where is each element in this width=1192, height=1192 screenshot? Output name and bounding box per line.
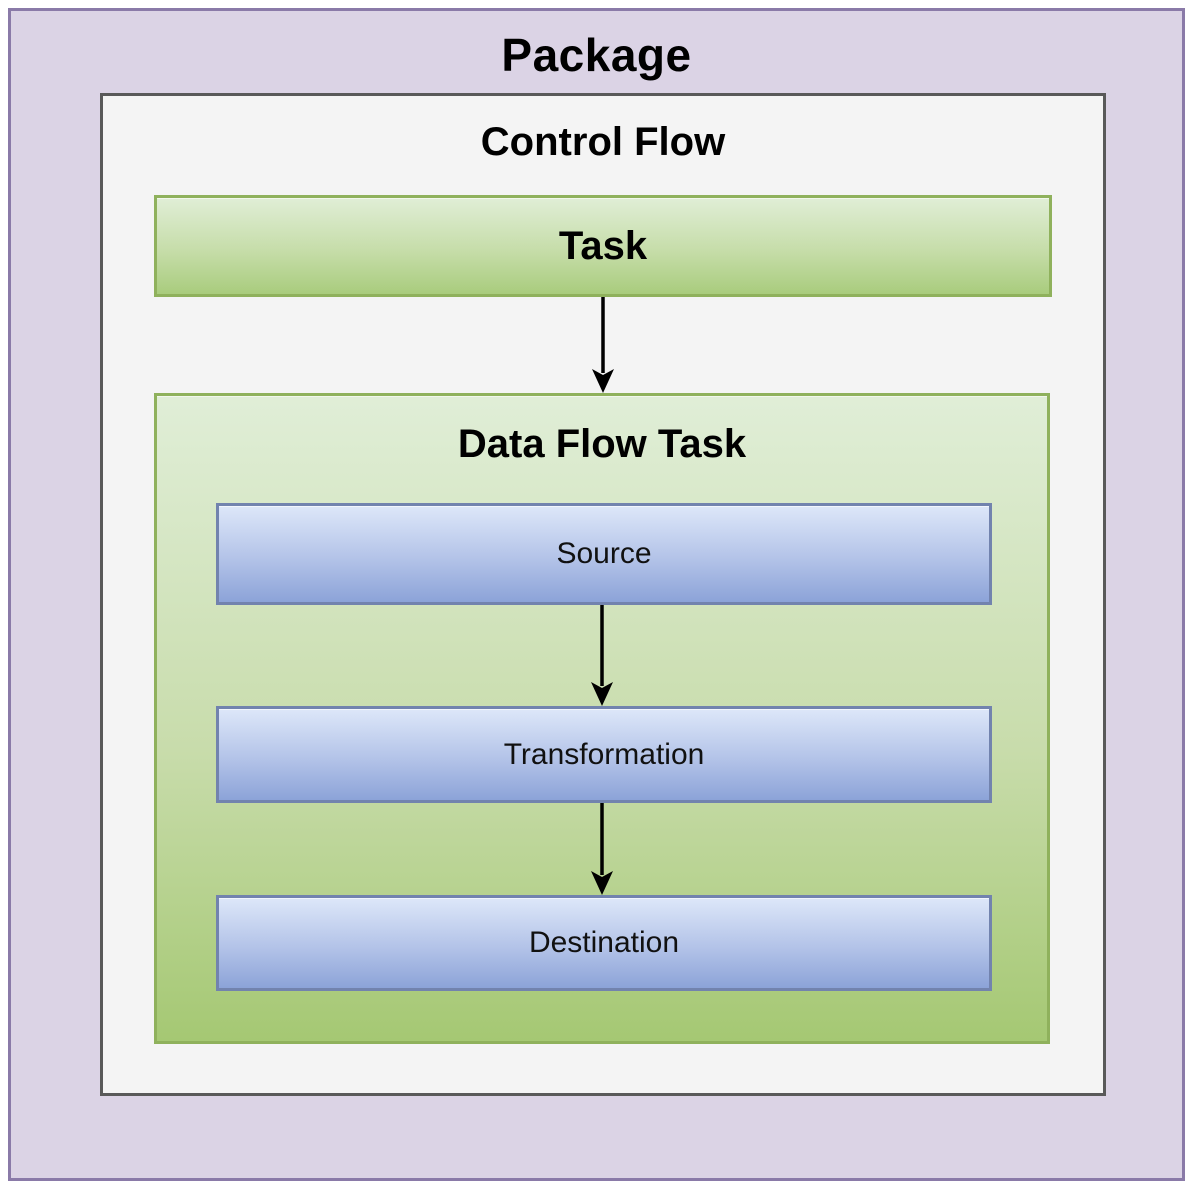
data-flow-task-title: Data Flow Task	[457, 422, 747, 466]
destination-node: Destination	[216, 895, 992, 991]
data-flow-task-container: Data Flow Task Source Transformation Des	[154, 393, 1050, 1044]
task-node: Task	[154, 195, 1052, 297]
source-node: Source	[216, 503, 992, 605]
task-label: Task	[558, 223, 648, 268]
package-title: Package	[501, 29, 692, 81]
arrow-transformation-to-destination-icon	[591, 803, 613, 895]
transformation-label: Transformation	[503, 737, 705, 771]
control-flow-title: Control Flow	[480, 120, 726, 164]
arrow-task-to-dataflow-icon	[592, 297, 614, 393]
control-flow-container: Control Flow Task Data Flow Task Source	[100, 93, 1106, 1096]
package-container: Package Control Flow Task Data Flow Task…	[8, 8, 1185, 1181]
transformation-node: Transformation	[216, 706, 992, 803]
destination-label: Destination	[528, 926, 680, 959]
source-label: Source	[556, 537, 652, 570]
arrow-source-to-transformation-icon	[591, 605, 613, 706]
